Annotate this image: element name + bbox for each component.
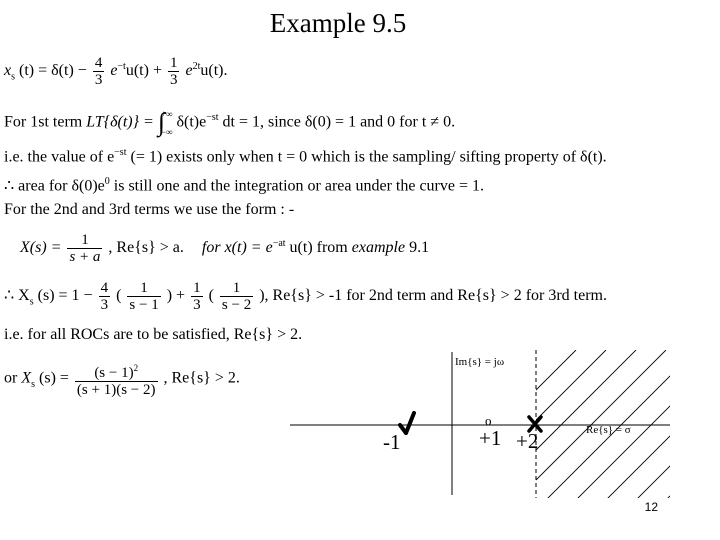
pole-label-plus-2: +2 xyxy=(516,429,539,453)
roc-hatching xyxy=(536,350,670,498)
xs-symbol: x xyxy=(4,62,12,80)
xs-arg: (t) = δ(t) − xyxy=(19,62,87,80)
sifting-property-text: i.e. the value of e−st (= 1) exists only… xyxy=(4,147,607,166)
integral-sign: ∫ xyxy=(157,107,165,137)
pole-marker-minus-1 xyxy=(398,411,416,435)
lt-tail: dt = 1, since δ(0) = 1 and 0 for t ≠ 0. xyxy=(222,113,456,131)
pole-marker-plus-2 xyxy=(527,415,543,433)
example-ref: example xyxy=(351,239,406,257)
zero-label-plus-1: +1 xyxy=(479,426,502,450)
fraction-final: (s − 1)2(s + 1)(s − 2) xyxy=(74,363,158,398)
pole-label-minus-1: -1 xyxy=(383,430,401,454)
slide-title: Example 9.5 xyxy=(269,8,407,38)
lt-expression: LT{δ(t)} = xyxy=(86,113,154,131)
area-text: ∴ area for δ(0)e0 is still one and the i… xyxy=(4,176,484,195)
page-number: 12 xyxy=(644,500,658,514)
roc-satisfied-text: i.e. for all ROCs are to be satisfied, R… xyxy=(4,326,303,343)
zero-marker: o xyxy=(485,413,492,428)
xs-subscript: s xyxy=(11,71,16,83)
equation-xs-final: or Xs (s) = (s − 1)2(s + 1)(s − 2) , Re{… xyxy=(4,360,240,398)
equation-lt-delta: For 1st term LT{δ(t)} = ∫+∞−∞ δ(t)e−st d… xyxy=(4,107,456,137)
real-axis-label: Re{s} = σ xyxy=(586,424,631,436)
integrand: δ(t)e xyxy=(176,113,207,131)
imag-axis-label: Im{s} = jω xyxy=(455,356,505,368)
lt-prefix: For 1st term xyxy=(4,113,83,131)
form-intro-text: For the 2nd and 3rd terms we use the for… xyxy=(4,201,295,218)
